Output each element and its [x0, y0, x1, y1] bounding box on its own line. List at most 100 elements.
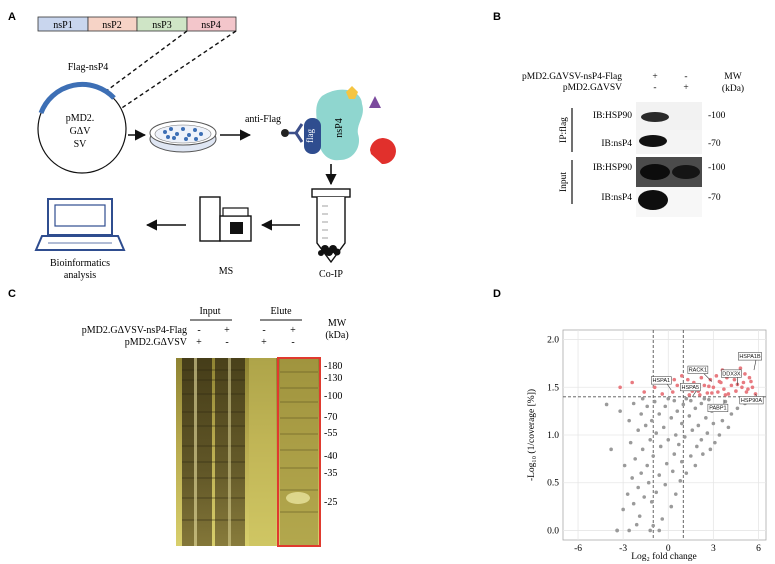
point-nonsignificant: [652, 399, 657, 404]
point-nonsignificant: [651, 523, 656, 528]
point-nonsignificant: [670, 469, 675, 474]
point-nonsignificant: [673, 433, 678, 437]
segment-label-nsp2: nsP2: [102, 20, 121, 31]
point-significant: [642, 390, 646, 394]
gel-lane-4: [280, 358, 318, 546]
point-nonsignificant: [654, 431, 659, 435]
protein-label: HSP90A: [741, 398, 762, 404]
b-row-label-3: IB:HSP90: [593, 163, 632, 173]
c-marker-25: -25: [324, 497, 337, 508]
triangle-partner-icon: [369, 96, 381, 108]
point-nonsignificant: [649, 418, 654, 423]
point-significant: [732, 377, 737, 382]
y-axis-label: -Log₁₀ (1/coverage [%]): [526, 389, 537, 481]
c-marker-130: -130: [324, 373, 342, 384]
point-nonsignificant: [672, 398, 677, 403]
label-leader-line: [703, 373, 713, 382]
b-row-mw-2: -70: [708, 139, 721, 149]
point-nonsignificant: [701, 452, 705, 456]
laptop-icon: [34, 198, 126, 251]
b-row-label-4: IB:nsP4: [601, 193, 632, 203]
point-nonsignificant: [631, 501, 636, 506]
point-significant: [717, 379, 722, 384]
point-nonsignificant: [636, 485, 640, 490]
x-tick-label: 3: [711, 544, 716, 554]
panel-letter-b: B: [493, 11, 501, 23]
genome-bar: nsP1 nsP2 nsP3 nsP4: [37, 16, 237, 32]
antibody-icon: [281, 123, 304, 143]
y-tick-label: 1.5: [547, 383, 559, 393]
point-nonsignificant: [646, 480, 651, 485]
point-nonsignificant: [631, 401, 636, 406]
c-mw-label: MW: [328, 318, 347, 329]
point-nonsignificant: [723, 399, 728, 404]
point-nonsignificant: [618, 409, 622, 413]
point-nonsignificant: [693, 406, 698, 411]
point-nonsignificant: [628, 440, 633, 445]
c-cond1-sign-4: +: [290, 325, 296, 336]
point-significant: [699, 375, 704, 380]
b-group-input: Input: [559, 172, 569, 192]
point-nonsignificant: [679, 459, 684, 464]
point-nonsignificant: [664, 461, 669, 466]
point-nonsignificant: [645, 404, 650, 409]
c-marker-40: -40: [324, 451, 337, 462]
protein-label-box: [738, 352, 762, 361]
point-nonsignificant: [684, 471, 689, 475]
panel-letter-a: A: [8, 11, 16, 23]
bioinfo-line-2: analysis: [64, 270, 96, 281]
point-significant: [652, 385, 657, 390]
b-cond2-sign-lane2: +: [683, 83, 688, 93]
gel-lane-3: [249, 358, 276, 546]
point-significant: [744, 390, 749, 394]
point-nonsignificant: [640, 447, 645, 452]
point-nonsignificant: [708, 447, 713, 452]
point-nonsignificant: [689, 398, 693, 403]
point-significant: [705, 391, 710, 395]
antibody-label: anti-Flag: [245, 114, 281, 125]
point-nonsignificant: [735, 406, 740, 411]
point-nonsignificant: [687, 414, 692, 418]
label-leader-line: [753, 360, 757, 371]
mass-spectrometer-icon: [199, 196, 252, 242]
point-significant: [710, 391, 714, 395]
c-group-elute: Elute: [270, 306, 292, 317]
panel-b: pMD2.GΔVSV-nsP4-Flag pMD2.GΔVSV + - - + …: [522, 72, 744, 217]
band-input-hsp90-lane2: [672, 165, 700, 179]
bioinfo-line-1: Bioinformatics: [50, 258, 110, 269]
b-row-mw-1: -100: [708, 111, 726, 121]
point-nonsignificant: [642, 495, 646, 499]
point-nonsignificant: [625, 492, 630, 496]
point-nonsignificant: [699, 401, 704, 406]
protein-label-box: [680, 383, 701, 392]
protein-label: PABP1: [709, 406, 726, 412]
pacman-partner-icon: [370, 138, 396, 165]
silver-stain-gel: [176, 358, 320, 546]
point-nonsignificant: [649, 500, 654, 504]
c-marker-55: -55: [324, 428, 337, 439]
x-tick-label: -3: [619, 544, 627, 554]
point-nonsignificant: [657, 473, 662, 477]
point-nonsignificant: [673, 492, 678, 496]
point-significant: [740, 385, 744, 390]
data-points: [604, 366, 758, 533]
point-significant: [675, 383, 680, 388]
x-axis-label: Log₂ fold change: [631, 551, 697, 562]
point-nonsignificant: [633, 457, 637, 461]
protein-label-box: [739, 396, 764, 405]
c-cond2-sign-3: +: [261, 337, 267, 348]
point-nonsignificant: [627, 418, 631, 423]
flag-tag: [304, 118, 321, 154]
band-ip-nsp4: [639, 135, 667, 147]
band-input-hsp90-lane1: [640, 164, 670, 180]
segment-label-nsp4: nsP4: [201, 20, 220, 31]
point-nonsignificant: [707, 397, 711, 402]
b-row-mw-4: -70: [708, 193, 721, 203]
protein-label-box: [687, 365, 709, 374]
point-nonsignificant: [621, 507, 625, 512]
plasmid-line-2: GΔV: [70, 126, 92, 137]
band-ip-hsp90: [641, 112, 669, 122]
point-significant: [750, 385, 755, 390]
